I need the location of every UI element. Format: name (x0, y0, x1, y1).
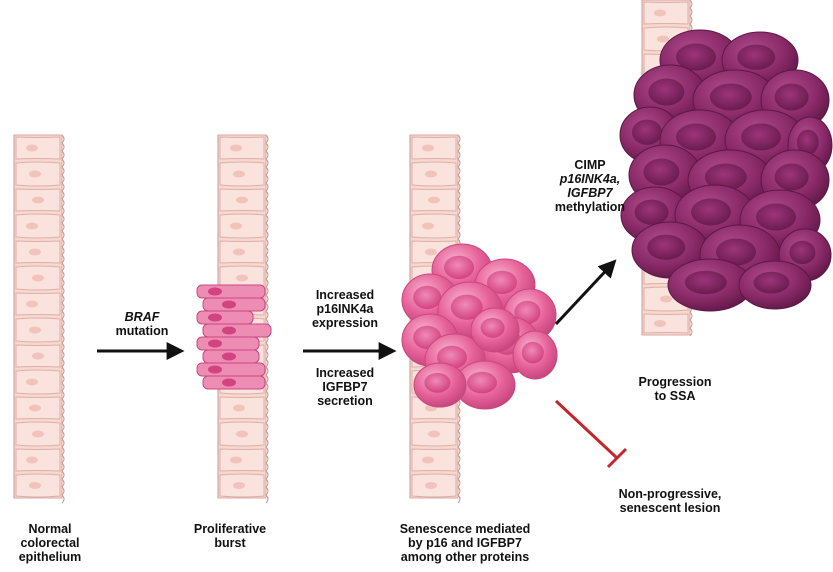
epithelial-nucleus (233, 171, 245, 178)
epithelial-nucleus (29, 482, 41, 489)
epithelial-nucleus (26, 223, 38, 230)
epithelial-nucleus (32, 353, 44, 360)
epithelial-nucleus (26, 457, 38, 464)
normal-epithelium-column (14, 135, 64, 503)
epithelial-nucleus (428, 431, 440, 438)
cluster-nucleus (647, 235, 685, 260)
proliferative-burst-cells (197, 285, 271, 389)
proliferating-nucleus (222, 353, 236, 361)
epithelial-nucleus (230, 223, 242, 230)
proliferating-nucleus (208, 288, 222, 296)
epithelial-nucleus (29, 171, 41, 178)
epithelial-nucleus (29, 327, 41, 334)
epithelial-nucleus (230, 145, 242, 152)
epithelial-nucleus (236, 197, 248, 204)
proliferating-nucleus (208, 340, 222, 348)
epithelial-nucleus (660, 296, 672, 303)
cluster-nucleus (775, 84, 809, 111)
epithelial-nucleus (425, 249, 437, 256)
cluster-nucleus (789, 241, 815, 264)
proliferating-nucleus (208, 366, 222, 374)
cluster-nucleus (522, 342, 544, 364)
caption-senescence: Senescence mediated by p16 and IGFBP7 am… (380, 522, 550, 564)
epithelial-nucleus (29, 405, 41, 412)
proliferating-cell (197, 311, 253, 324)
epithelial-nucleus (230, 457, 242, 464)
progression-label: Progression to SSA (625, 375, 725, 403)
proliferating-nucleus (222, 379, 236, 387)
proliferating-nucleus (222, 327, 236, 335)
cluster-nucleus (741, 124, 781, 151)
cluster-nucleus (756, 204, 796, 231)
epithelial-nucleus (32, 197, 44, 204)
epithelial-nucleus (425, 171, 437, 178)
epithelial-nucleus (32, 431, 44, 438)
epithelial-nucleus (26, 379, 38, 386)
caption-normal: Normal colorectal epithelium (0, 522, 100, 564)
cluster-nucleus (413, 286, 441, 309)
caption-proliferative: Proliferative burst (170, 522, 290, 550)
p16-expression-label: Increased p16INK4a expression (290, 288, 400, 330)
epithelial-nucleus (657, 36, 669, 43)
epithelial-nucleus (654, 10, 666, 17)
cimp-methylation-label: CIMP p16INK4a, IGFBP7 methylation (535, 158, 645, 214)
cluster-nucleus (444, 256, 474, 279)
proliferating-nucleus (208, 314, 222, 322)
proliferating-cell (197, 337, 259, 350)
cluster-nucleus (775, 164, 809, 191)
epithelial-nucleus (422, 145, 434, 152)
cluster-nucleus (632, 120, 662, 145)
epithelial-nucleus (26, 301, 38, 308)
cluster-nucleus (481, 318, 505, 338)
proliferating-cell (197, 285, 265, 298)
cluster-nucleus (648, 79, 684, 106)
proliferating-nucleus (222, 301, 236, 309)
proliferating-cell (203, 324, 271, 337)
cluster-nucleus (737, 45, 775, 70)
cluster-nucleus (685, 271, 727, 294)
inhibition-arrow (556, 401, 626, 467)
cluster-nucleus (643, 159, 679, 186)
epithelial-nucleus (29, 249, 41, 256)
nonprogressive-label: Non-progressive, senescent lesion (605, 487, 735, 515)
progression-arrow (556, 262, 614, 324)
epithelial-nucleus (425, 482, 437, 489)
cluster-nucleus (676, 124, 716, 151)
ssa-cell-cluster (620, 30, 832, 311)
epithelial-nucleus (428, 197, 440, 204)
braf-label: BRAF mutation (107, 310, 177, 338)
epithelial-nucleus (654, 320, 666, 327)
cluster-nucleus (424, 373, 450, 393)
cluster-nucleus (753, 272, 789, 294)
epithelial-nucleus (236, 431, 248, 438)
epithelial-nucleus (236, 275, 248, 282)
igfbp7-secretion-label: Increased IGFBP7 secretion (290, 366, 400, 408)
epithelial-nucleus (422, 223, 434, 230)
proliferating-cell (197, 363, 265, 376)
epithelial-nucleus (422, 457, 434, 464)
cluster-nucleus (467, 372, 497, 394)
epithelial-nucleus (233, 249, 245, 256)
epithelial-nucleus (26, 145, 38, 152)
epithelial-nucleus (233, 405, 245, 412)
cluster-nucleus (691, 199, 731, 226)
cluster-nucleus (710, 84, 752, 111)
epithelial-nucleus (32, 275, 44, 282)
epithelial-nucleus (233, 482, 245, 489)
